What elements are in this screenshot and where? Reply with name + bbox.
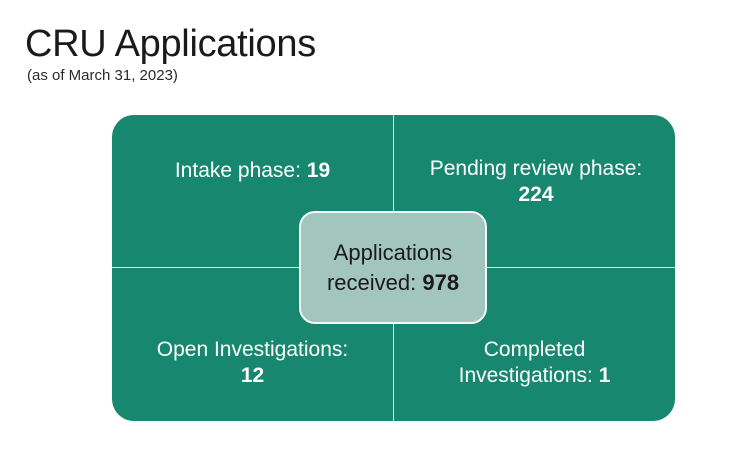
- applications-received-count: 978: [422, 269, 460, 295]
- quadrant-pending-review: Pending review phase: 224: [397, 137, 675, 227]
- applications-received-box: Applications received: 978: [299, 211, 487, 324]
- status-matrix: Intake phase: 19 Pending review phase: 2…: [112, 115, 675, 421]
- open-investigations-count: 12: [240, 364, 265, 387]
- completed-investigations-label: Completed Investigations:: [458, 338, 593, 387]
- pending-review-count: 224: [518, 183, 554, 206]
- open-investigations-label: Open Investigations:: [156, 338, 349, 361]
- applications-received-label: Applications received:: [326, 239, 453, 295]
- intake-phase-label: Intake phase:: [174, 159, 301, 182]
- pending-review-label: Pending review phase:: [429, 157, 643, 180]
- completed-investigations-count: 1: [598, 364, 611, 387]
- quadrant-completed-investigations: Completed Investigations: 1: [394, 323, 675, 403]
- quadrant-intake-phase: Intake phase: 19: [112, 115, 393, 227]
- page-title: CRU Applications: [25, 23, 316, 65]
- page-subtitle: (as of March 31, 2023): [27, 67, 178, 84]
- intake-phase-count: 19: [306, 159, 331, 182]
- quadrant-open-investigations: Open Investigations: 12: [112, 323, 393, 403]
